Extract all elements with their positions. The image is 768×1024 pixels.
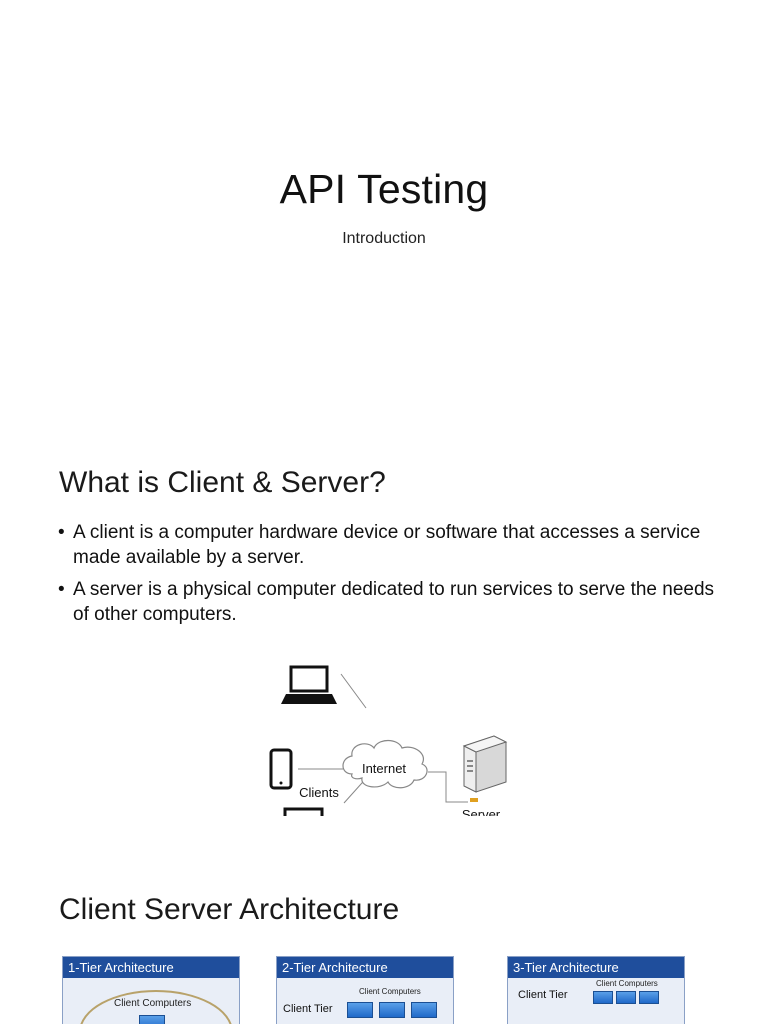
monitor-icon: [639, 991, 659, 1004]
tier-1-panel: 1-Tier Architecture Client Computers: [62, 956, 240, 1024]
monitor-icon: [347, 1002, 373, 1018]
server-label: Server: [462, 807, 501, 816]
slide-heading: What is Client & Server?: [59, 466, 386, 499]
cloud-icon: [342, 739, 428, 789]
monitor-icon: [139, 1015, 165, 1024]
client-server-diagram: Internet Clients Server: [269, 665, 508, 816]
tier-3-label: Client Tier: [518, 989, 568, 1001]
monitor-icon: [379, 1002, 405, 1018]
presentation-title: API Testing: [279, 166, 489, 212]
laptop-icon: [281, 665, 337, 704]
bullet-item: A client is a computer hardware device o…: [58, 520, 728, 570]
tier-2-panel: 2-Tier Architecture Client Computers Cli…: [276, 956, 454, 1024]
title-slide: API Testing Introduction: [0, 0, 768, 432]
tier-3-caption: Client Computers: [596, 979, 658, 988]
client-server-slide: What is Client & Server? A client is a c…: [0, 432, 768, 857]
monitor-icon: [593, 991, 613, 1004]
server-icon: [462, 735, 508, 802]
bullet-item: A server is a physical computer dedicate…: [58, 577, 728, 627]
presentation-subtitle: Introduction: [342, 230, 426, 247]
internet-label: Internet: [362, 761, 406, 776]
tier-1-caption: Client Computers: [114, 998, 192, 1009]
bullet-list: A client is a computer hardware device o…: [58, 520, 728, 634]
tier-3-title: 3-Tier Architecture: [508, 957, 684, 978]
architecture-slide: Client Server Architecture 1-Tier Archit…: [0, 857, 768, 1024]
tier-3-panel: 3-Tier Architecture Client Computers Cli…: [507, 956, 685, 1024]
tier-1-title: 1-Tier Architecture: [63, 957, 239, 978]
desktop-computer-icon: [283, 807, 324, 816]
tier-2-title: 2-Tier Architecture: [277, 957, 453, 978]
slide-heading: Client Server Architecture: [59, 893, 400, 926]
clients-label: Clients: [299, 785, 339, 800]
monitor-icon: [411, 1002, 437, 1018]
monitor-icon: [616, 991, 636, 1004]
smartphone-icon: [269, 748, 293, 790]
tier-2-label: Client Tier: [283, 1003, 333, 1015]
tier-2-caption: Client Computers: [359, 987, 421, 996]
